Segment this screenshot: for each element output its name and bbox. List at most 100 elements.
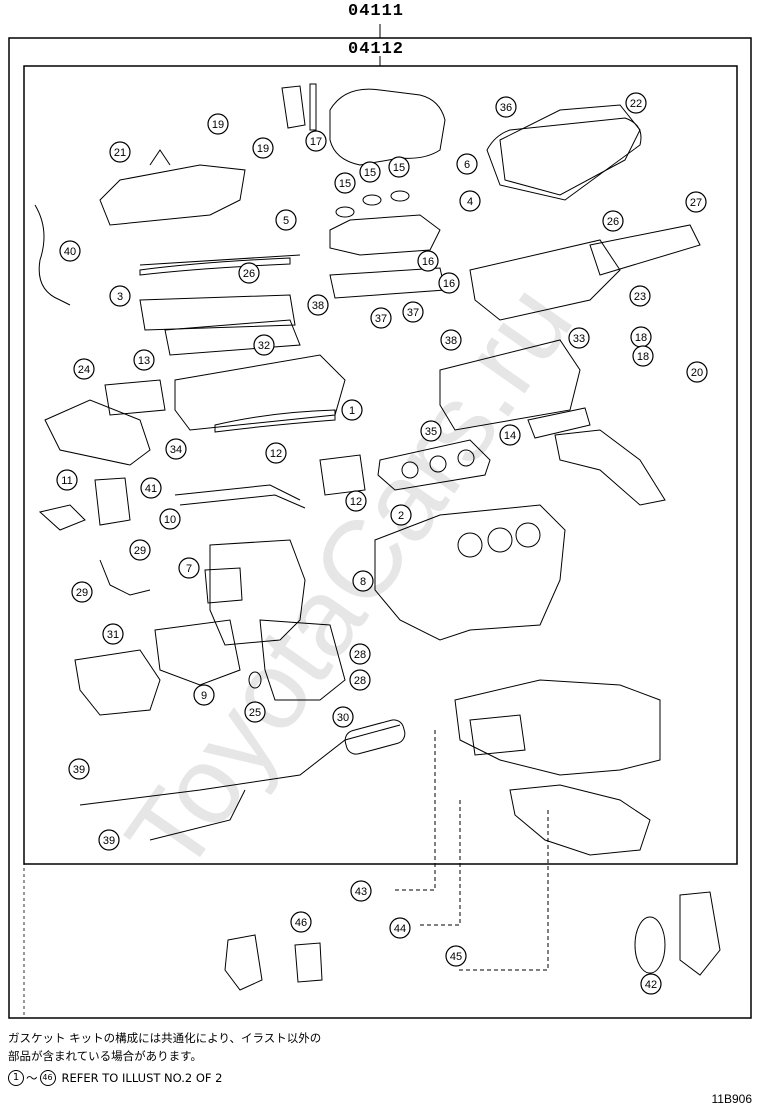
callout-circle [253,334,275,356]
gasket-note-line-1: ガスケット キットの構成には共通化により、イラスト以外の [8,1031,322,1045]
callout-c28a: 28 [349,643,371,665]
callout-c32: 32 [253,334,275,356]
left-valve-cover [99,164,246,226]
callout-c39b: 39 [98,829,120,851]
right-valve-cover [499,104,641,196]
lower-timing-cover [259,619,346,701]
callout-c10: 10 [159,508,181,530]
callout-circle [165,438,187,460]
kit-part-number: 04111 [348,2,405,21]
callout-c37a: 37 [370,307,392,329]
water-inlet [38,504,86,531]
callout-circle [238,262,260,284]
callout-c22: 22 [625,92,647,114]
callout-c18a: 18 [630,326,652,348]
callout-c46: 46 [290,911,312,933]
callout-label: 20 [691,367,703,379]
callout-label: 1 [349,405,355,417]
callout-circle [244,701,266,723]
callout-label: 19 [257,143,269,155]
callout-label: 28 [354,649,366,661]
callout-circle [109,285,131,307]
callout-circle [252,137,274,159]
range-tilde: 〜 [26,1071,38,1085]
block-bore-1 [457,532,483,558]
callout-c31: 31 [102,623,124,645]
callout-circle [359,161,381,183]
callout-c26a: 26 [602,210,624,232]
callout-label: 23 [634,291,646,303]
callout-label: 42 [645,979,657,991]
callout-label: 4 [467,196,473,208]
fuel-rail [589,224,701,276]
callout-circle [445,945,467,967]
callout-circle [178,557,200,579]
bore-3 [457,449,475,467]
callout-circle [640,973,662,995]
callout-label: 39 [73,764,85,776]
timing-gasket-5 [139,257,291,276]
callout-circle [686,361,708,383]
callout-label: 2 [398,510,404,522]
callout-label: 8 [360,576,366,588]
callout-circle [133,349,155,371]
callout-label: 16 [443,278,455,290]
callout-circle [71,581,93,603]
callout-c37b: 37 [402,301,424,323]
bracket-part [281,85,306,129]
callout-label: 29 [134,545,146,557]
callout-circle [129,539,151,561]
callout-c28b: 28 [349,669,371,691]
callout-circle [495,96,517,118]
callout-circle [207,113,229,135]
callout-c16a: 16 [417,250,439,272]
callout-label: 27 [690,197,702,209]
head-gasket-2 [377,439,491,491]
callout-label: 40 [64,246,76,258]
callout-circle [102,623,124,645]
callout-label: 41 [145,483,157,495]
gasket-15a-shape [335,206,355,218]
callout-circle [193,684,215,706]
gasket-15b-shape [362,194,382,206]
callout-circle [352,570,374,592]
callout-label: 44 [394,923,406,935]
exhaust-pipe-lower [149,789,246,841]
callout-c17: 17 [305,130,327,152]
water-outlet [319,454,366,496]
callout-c43: 43 [350,880,372,902]
water-bypass-pipe-2 [179,494,306,509]
callout-circle [438,272,460,294]
callout-circle [632,345,654,367]
callout-c21: 21 [109,141,131,163]
bore-1 [401,461,419,479]
callout-c5: 5 [275,209,297,231]
callout-label: 43 [355,886,367,898]
exhaust-muffler [344,719,406,755]
callout-c3: 3 [109,285,131,307]
callout-label: 12 [270,448,282,460]
callout-circle [59,240,81,262]
callout-label: 30 [337,712,349,724]
exhaust-pipe-upper [79,724,401,806]
callout-c19a: 19 [207,113,229,135]
callout-label: 7 [186,563,192,575]
callout-c39a: 39 [68,758,90,780]
range-text: REFER TO ILLUST NO.2 OF 2 [61,1071,223,1085]
callout-circle [568,327,590,349]
callout-circle [307,294,329,316]
callout-label: 29 [76,587,88,599]
callout-circle [685,191,707,213]
range-start-marker: 1 [8,1070,24,1086]
callout-c40: 40 [59,240,81,262]
dipstick [34,204,71,306]
callout-c19b: 19 [252,137,274,159]
oil-pump-strainer [469,714,526,756]
callout-circle [98,829,120,851]
callout-circle [389,917,411,939]
callout-c2: 2 [390,504,412,526]
callout-c44: 44 [389,917,411,939]
callout-c42: 42 [640,973,662,995]
